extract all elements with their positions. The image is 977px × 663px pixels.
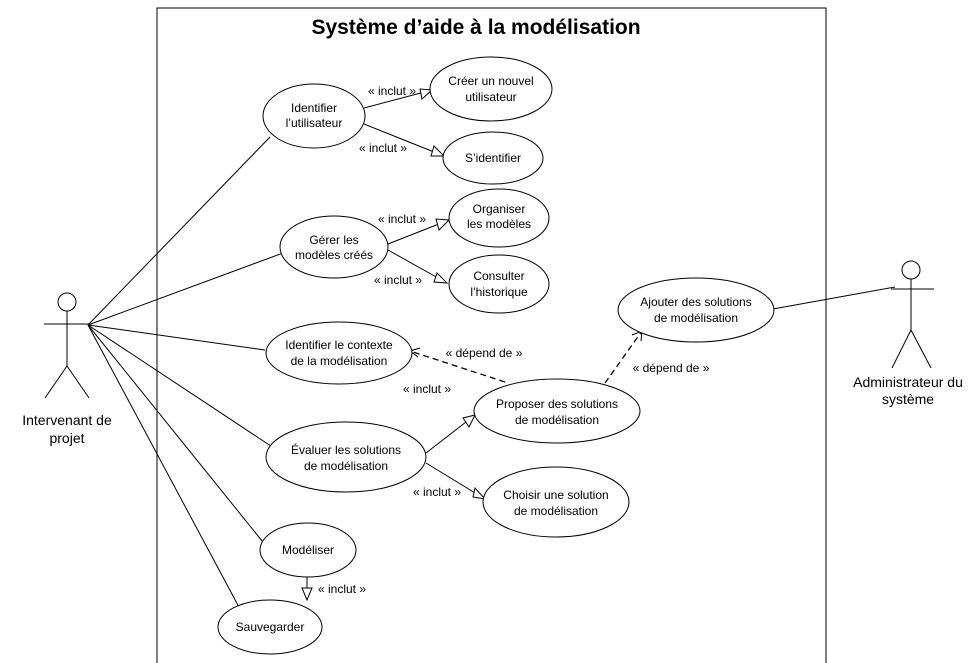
use-case-ajouter-solutions: Ajouter des solutions de modélisation bbox=[617, 277, 775, 343]
use-case-organiser-modeles: Organiser les modèles bbox=[448, 188, 550, 248]
associations-intervenant bbox=[87, 136, 287, 610]
svg-text:de modélisation: de modélisation bbox=[514, 504, 598, 518]
svg-text:l’historique: l’historique bbox=[470, 285, 528, 299]
svg-text:les modèles: les modèles bbox=[467, 217, 531, 231]
svg-text:Identifier le contexte: Identifier le contexte bbox=[285, 338, 393, 352]
use-case-gerer-modeles: Gérer les modèles créés bbox=[279, 215, 389, 279]
actor-admin-label: Administrateur du bbox=[853, 374, 963, 390]
depend-label: « dépend de » bbox=[633, 361, 710, 375]
use-case-choisir-solution: Choisir une solution de modélisation bbox=[482, 466, 630, 538]
svg-text:Choisir une solution: Choisir une solution bbox=[503, 488, 608, 502]
use-case-modeliser: Modéliser bbox=[259, 522, 357, 578]
actor-intervenant-figure bbox=[44, 292, 90, 399]
svg-text:l’utilisateur: l’utilisateur bbox=[286, 116, 343, 130]
actor-admin-label: système bbox=[882, 391, 934, 407]
svg-text:Sauvegarder: Sauvegarder bbox=[236, 620, 305, 634]
system-boundary bbox=[156, 7, 827, 663]
include-relations bbox=[301, 88, 487, 602]
use-case-identifier-contexte: Identifier le contexte de la modélisatio… bbox=[265, 321, 413, 385]
svg-text:Évaluer les solutions: Évaluer les solutions bbox=[291, 442, 401, 457]
svg-text:de modélisation: de modélisation bbox=[654, 311, 738, 325]
svg-text:Identifier: Identifier bbox=[291, 101, 337, 115]
include-label: « inclut » bbox=[413, 485, 461, 499]
svg-text:de modélisation: de modélisation bbox=[515, 413, 599, 427]
use-case-consulter-historique: Consulter l’historique bbox=[448, 254, 550, 314]
svg-text:Modéliser: Modéliser bbox=[282, 543, 334, 557]
svg-text:de modélisation: de modélisation bbox=[304, 459, 388, 473]
svg-text:modèles créés: modèles créés bbox=[295, 248, 373, 262]
use-case-s-identifier: S’identifier bbox=[442, 131, 544, 185]
include-label: « inclut » bbox=[374, 273, 422, 287]
use-case-identifier-utilisateur: Identifier l’utilisateur bbox=[262, 83, 366, 149]
svg-text:Ajouter des solutions: Ajouter des solutions bbox=[640, 295, 751, 309]
include-label: « inclut » bbox=[403, 382, 451, 396]
include-label: « inclut » bbox=[378, 212, 426, 226]
svg-text:utilisateur: utilisateur bbox=[465, 90, 516, 104]
depend-label: « dépend de » bbox=[446, 346, 523, 360]
svg-text:S’identifier: S’identifier bbox=[465, 151, 521, 165]
include-label: « inclut » bbox=[359, 141, 407, 155]
svg-text:Organiser: Organiser bbox=[473, 202, 526, 216]
svg-text:Créer un nouvel: Créer un nouvel bbox=[448, 74, 533, 88]
actor-intervenant-label: Intervenant de bbox=[22, 412, 112, 428]
actor-intervenant-label: projet bbox=[49, 430, 84, 446]
use-case-sauvegarder: Sauvegarder bbox=[217, 599, 323, 655]
association-admin bbox=[772, 286, 896, 310]
include-label: « inclut » bbox=[368, 84, 416, 98]
actor-admin-figure bbox=[891, 260, 934, 369]
svg-text:Gérer les: Gérer les bbox=[309, 233, 358, 247]
include-label: « inclut » bbox=[318, 582, 366, 596]
use-case-creer-utilisateur: Créer un nouvel utilisateur bbox=[429, 56, 553, 122]
svg-text:de la modélisation: de la modélisation bbox=[291, 354, 388, 368]
use-case-proposer-solutions: Proposer des solutions de modélisation bbox=[473, 378, 641, 444]
system-title: Système d’aide à la modélisation bbox=[311, 16, 640, 39]
use-case-evaluer-solutions: Évaluer les solutions de modélisation bbox=[265, 421, 427, 493]
svg-text:Proposer des solutions: Proposer des solutions bbox=[496, 397, 618, 411]
svg-text:Consulter: Consulter bbox=[473, 269, 524, 283]
